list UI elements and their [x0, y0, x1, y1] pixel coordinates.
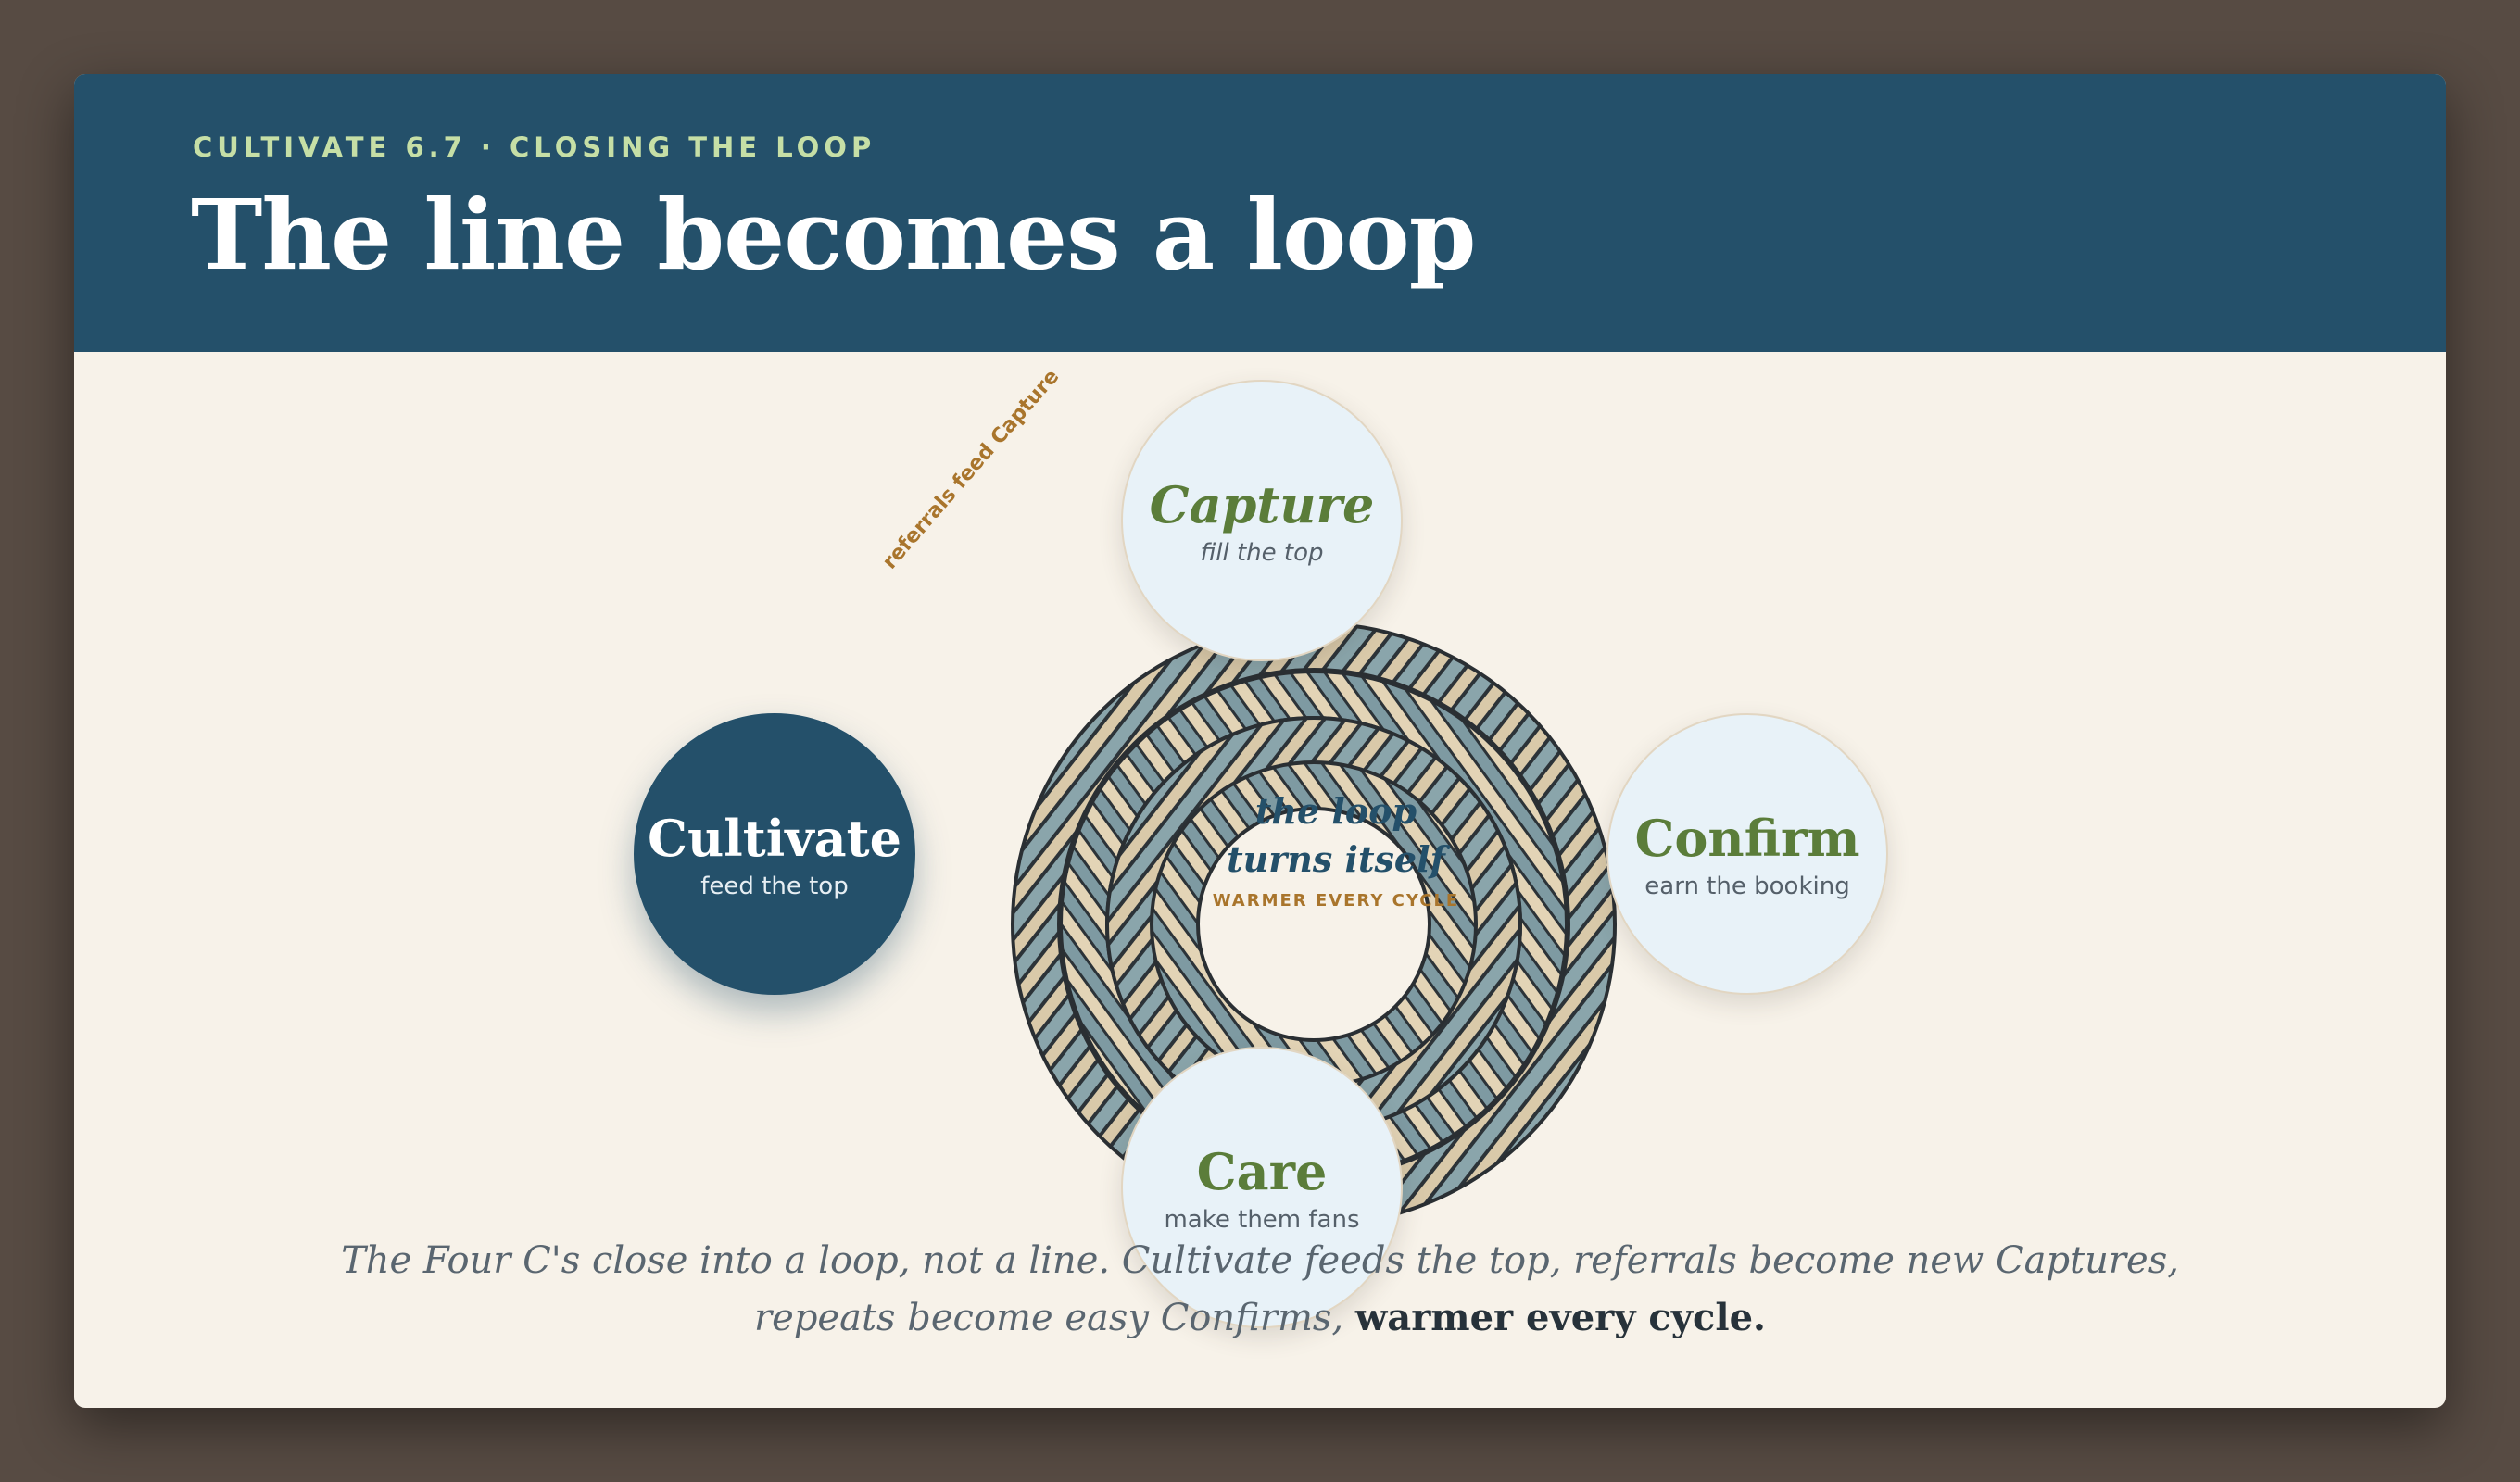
header-band: CULTIVATE 6.7 · CLOSING THE LOOP The lin…: [74, 74, 2446, 352]
referrals-annotation: referrals feed Capture: [878, 365, 1065, 574]
slide: CULTIVATE 6.7 · CLOSING THE LOOP The lin…: [74, 74, 2446, 1408]
page-title: The line becomes a loop: [191, 178, 1476, 292]
center-title-line1: the loop: [1254, 790, 1418, 832]
caption-strong: warmer every cycle.: [1354, 1296, 1766, 1339]
center-subtitle: WARMER EVERY CYCLE: [1212, 891, 1460, 911]
node-capture-name: Capture: [1149, 475, 1375, 534]
section-kicker: CULTIVATE 6.7 · CLOSING THE LOOP: [193, 132, 876, 163]
caption-lead: The Four C's close into a loop, not a li…: [341, 1239, 2179, 1339]
node-cultivate: Cultivate feed the top: [634, 713, 915, 995]
node-care-name: Care: [1196, 1142, 1328, 1201]
node-cultivate-name: Cultivate: [648, 809, 901, 868]
node-capture: Capture fill the top: [1121, 380, 1403, 661]
node-confirm: Confirm earn the booking: [1606, 713, 1888, 995]
node-capture-desc: fill the top: [1200, 539, 1324, 567]
caption: The Four C's close into a loop, not a li…: [278, 1232, 2242, 1347]
node-care: Care make them fans: [1121, 1047, 1403, 1328]
center-title-line2: turns itself: [1227, 838, 1445, 880]
node-care-desc: make them fans: [1164, 1206, 1360, 1234]
node-confirm-desc: earn the booking: [1644, 873, 1850, 900]
node-confirm-name: Confirm: [1634, 809, 1860, 868]
node-cultivate-desc: feed the top: [700, 873, 849, 900]
loop-center-label: the loop turns itself WARMER EVERY CYCLE: [1151, 787, 1521, 911]
